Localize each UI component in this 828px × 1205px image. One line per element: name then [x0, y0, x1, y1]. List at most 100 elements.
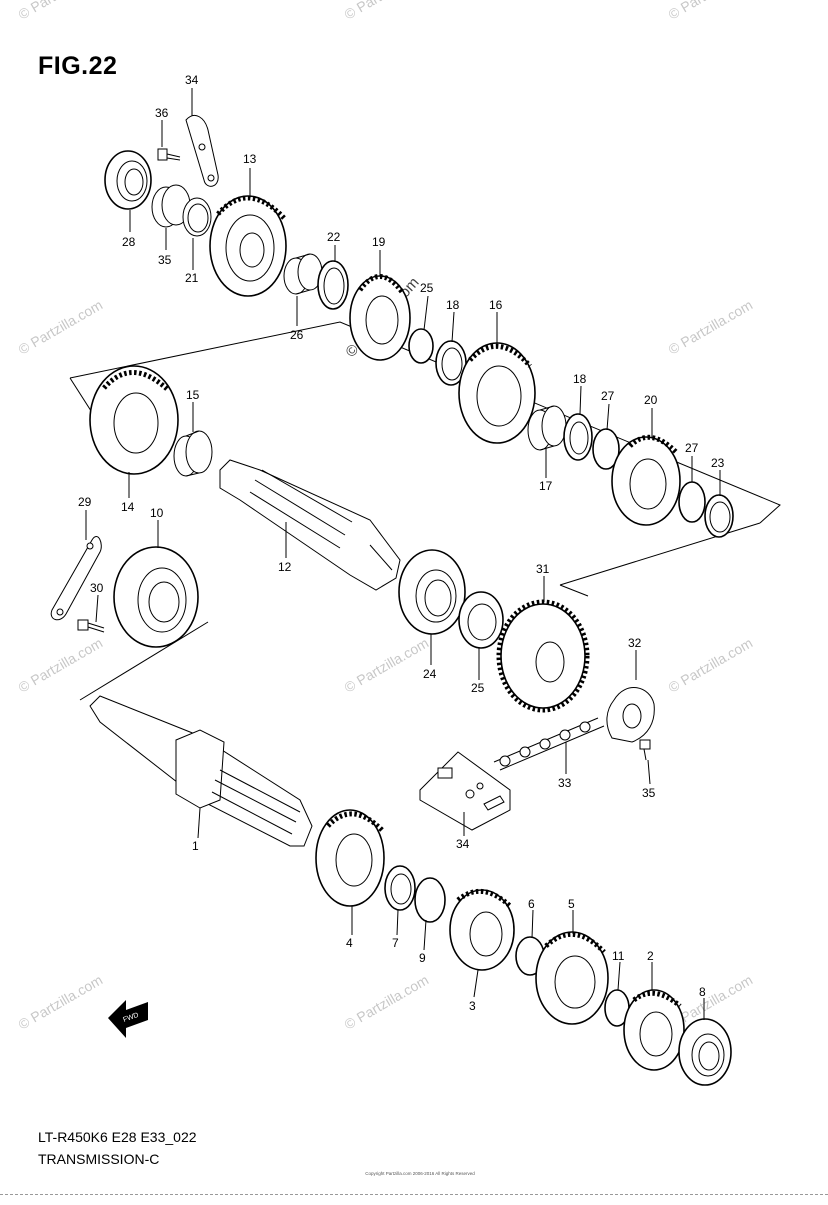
washer-part-7[interactable]	[384, 865, 416, 911]
washer-part-22[interactable]	[317, 260, 349, 310]
callout-17[interactable]: 17	[539, 479, 553, 493]
callout-35[interactable]: 35	[642, 786, 656, 800]
bearing-part-15[interactable]	[173, 430, 213, 477]
lever-part-36[interactable]	[185, 115, 219, 187]
assembly-outline	[79, 621, 209, 701]
callout-27-top[interactable]: 27	[601, 389, 615, 403]
plate-part-29[interactable]	[50, 536, 102, 621]
callout-8[interactable]: 8	[699, 985, 706, 999]
circlip-part-27[interactable]	[678, 481, 706, 523]
figure-title: FIG.22	[38, 52, 118, 80]
callout-27-right[interactable]: 27	[685, 441, 699, 455]
bottom-rule	[0, 1194, 828, 1195]
callout-24[interactable]: 24	[423, 667, 437, 681]
bushing-part-26[interactable]	[283, 253, 323, 295]
gear-part-13[interactable]	[209, 195, 287, 297]
washer-part-21[interactable]	[182, 197, 212, 237]
callout-32[interactable]: 32	[628, 636, 642, 650]
callout-33[interactable]: 33	[558, 776, 572, 790]
callout-4[interactable]: 4	[346, 936, 353, 950]
callout-22[interactable]: 22	[327, 230, 341, 244]
callout-25[interactable]: 25	[471, 681, 485, 695]
callout-23[interactable]: 23	[711, 456, 725, 470]
callout-7[interactable]: 7	[392, 936, 399, 950]
bearing-part-10[interactable]	[113, 546, 199, 648]
callout-26[interactable]: 26	[290, 328, 304, 342]
circlip-part-9[interactable]	[414, 877, 446, 923]
callout-10[interactable]: 10	[150, 506, 164, 520]
plate-part-32[interactable]	[606, 687, 655, 743]
watermark: © Partzilla.com	[342, 635, 432, 696]
callout-15[interactable]: 15	[186, 388, 200, 402]
watermark: © Partzilla.com	[666, 297, 756, 358]
callout-1[interactable]: 1	[192, 839, 199, 853]
fwd-arrow-icon: FWD	[108, 1000, 148, 1038]
watermark: © Partzilla.com	[342, 0, 432, 23]
bolt-part-35[interactable]	[639, 739, 651, 761]
shaft-part-12[interactable]	[219, 459, 401, 591]
bearing-part-28[interactable]	[104, 150, 152, 210]
screw-part-30[interactable]	[77, 619, 105, 633]
watermark: © Partzilla.com	[16, 0, 106, 23]
sprocket-part-31[interactable]	[496, 599, 590, 713]
bearing-part-8[interactable]	[678, 1018, 732, 1086]
chain-part-33[interactable]	[493, 717, 605, 771]
callout-19[interactable]: 19	[372, 235, 386, 249]
gear-part-5[interactable]	[535, 931, 609, 1025]
callout-28[interactable]: 28	[122, 235, 136, 249]
bolt-part-38[interactable]	[157, 148, 181, 161]
bearing-part-24[interactable]	[398, 549, 466, 635]
callout-25-top[interactable]: 25	[420, 281, 434, 295]
watermark: © Partzilla.com	[16, 972, 106, 1033]
watermark: © Partzilla.com	[666, 635, 756, 696]
callout-31[interactable]: 31	[536, 562, 550, 576]
callout-18-right[interactable]: 18	[573, 372, 587, 386]
watermark: © Partzilla.com	[16, 635, 106, 696]
figure-caption: TRANSMISSION-C	[38, 1151, 160, 1167]
callout-9[interactable]: 9	[419, 951, 426, 965]
gear-part-4[interactable]	[315, 809, 385, 907]
gear-part-3[interactable]	[449, 888, 515, 971]
washer-part-23[interactable]	[704, 494, 734, 538]
seal-part-25[interactable]	[458, 591, 504, 649]
gear-part-2[interactable]	[623, 989, 685, 1071]
callout-36[interactable]: 34	[185, 73, 199, 87]
callout-5[interactable]: 5	[568, 897, 575, 911]
washer-part-18[interactable]	[563, 413, 593, 461]
master-link-part-34[interactable]	[419, 751, 511, 831]
callout-34[interactable]: 34	[456, 837, 470, 851]
leader-lines	[85, 88, 721, 1020]
callout-2[interactable]: 2	[647, 949, 654, 963]
gear-part-20[interactable]	[611, 434, 681, 526]
gear-part-14[interactable]	[89, 365, 179, 475]
callouts: 34 36 13 28 35 21 22 19 26 25 18 16 18 2…	[78, 73, 725, 1013]
callout-37[interactable]: 35	[158, 253, 172, 267]
watermark: © Partzilla.com	[666, 0, 756, 23]
callout-13[interactable]: 13	[243, 152, 257, 166]
callout-21[interactable]: 21	[185, 271, 199, 285]
washer-part-18[interactable]	[435, 340, 467, 386]
figure-code: LT-R450K6 E28 E33_022	[38, 1129, 197, 1145]
watermark: © Partzilla.com	[342, 972, 432, 1033]
copyright-notice: Copyright Partzilla.com 2006-2016 All Ri…	[365, 1171, 475, 1176]
callout-11[interactable]: 11	[612, 949, 625, 963]
gear-part-16[interactable]	[458, 342, 536, 444]
callout-38[interactable]: 36	[155, 106, 169, 120]
callout-20[interactable]: 20	[644, 393, 658, 407]
callout-18-top[interactable]: 18	[446, 298, 460, 312]
shaft-part-1[interactable]	[89, 695, 313, 847]
watermark: © Partzilla.com	[16, 297, 106, 358]
circlip-part-27[interactable]	[592, 428, 620, 470]
callout-6[interactable]: 6	[528, 897, 535, 911]
ring-part-25[interactable]	[408, 328, 434, 364]
callout-14[interactable]: 14	[121, 500, 135, 514]
bushing-part-17[interactable]	[527, 405, 567, 451]
callout-12[interactable]: 12	[278, 560, 292, 574]
callout-29[interactable]: 29	[78, 495, 92, 509]
callout-3[interactable]: 3	[469, 999, 476, 1013]
callout-30[interactable]: 30	[90, 581, 104, 595]
gear-part-19[interactable]	[349, 274, 411, 361]
callout-16[interactable]: 16	[489, 298, 503, 312]
